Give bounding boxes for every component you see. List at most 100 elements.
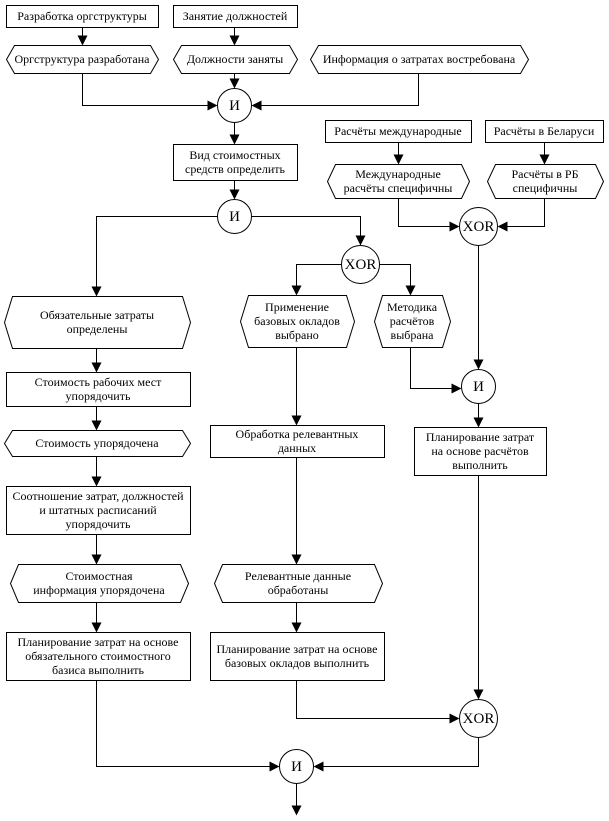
arrowhead (473, 689, 484, 700)
function-f-intl-calc: Расчёты международные (325, 120, 472, 143)
arrowhead (229, 35, 240, 46)
event-hexagon (373, 295, 452, 348)
event-e-cost-ordered-label: Стоимость упорядочена (35, 436, 159, 450)
arrowhead (229, 189, 240, 200)
connector-circle (217, 88, 252, 123)
connector-circle (459, 207, 498, 246)
event-e-cost-info-requested: Информация о затратах востребована (309, 45, 530, 74)
event-hexagon (5, 45, 160, 74)
arrowhead (291, 285, 302, 296)
flow-edge-3 (82, 73, 208, 106)
arrowhead (449, 713, 460, 724)
arrowhead (451, 383, 462, 394)
function-box (210, 425, 385, 458)
event-e-cost-info-requested-label: Информация о затратах востребована (323, 52, 516, 66)
arrowhead (539, 154, 550, 165)
function-box (6, 486, 191, 535)
event-e-positions-filled-label: Должности заняты (187, 52, 283, 66)
connector-label: XOR (463, 711, 495, 727)
arrowhead (291, 622, 302, 633)
function-f-fill-positions-label: Занятие должностей (183, 9, 288, 23)
event-e-positions-filled: Должности заняты (172, 45, 299, 74)
function-box (173, 5, 298, 28)
arrowhead (229, 78, 240, 89)
function-box (6, 632, 191, 681)
flow-edge-15 (507, 198, 545, 227)
event-hexagon (309, 45, 530, 74)
function-box (6, 372, 191, 407)
event-e-org-developed: Оргструктура разработана (5, 45, 160, 74)
flow-edge-11 (379, 264, 411, 286)
event-hexagon (172, 45, 299, 74)
connector-label: И (229, 209, 240, 225)
arrowhead (313, 761, 324, 772)
function-box (325, 120, 472, 143)
flow-edge-5 (261, 73, 419, 106)
event-hexagon (9, 564, 190, 603)
and-connector-4: И (279, 749, 314, 784)
arrowhead (91, 362, 102, 373)
flow-edge-14 (398, 198, 450, 227)
arrowhead (229, 134, 240, 145)
connector-circle (459, 699, 498, 738)
arrowhead (269, 761, 280, 772)
arrowhead (91, 420, 102, 431)
event-hexagon (239, 295, 356, 348)
arrowhead (473, 417, 484, 428)
arrowhead (207, 100, 218, 111)
arrowhead (291, 805, 302, 816)
arrowhead (355, 235, 366, 246)
function-f-develop-org-label: Разработка оргструктуры (17, 9, 147, 23)
function-f-intl-calc-label: Расчёты международные (334, 124, 461, 138)
arrowhead (405, 285, 416, 296)
function-box (210, 632, 385, 681)
function-box (485, 120, 604, 143)
event-e-cost-ordered: Стоимость упорядочена (3, 430, 192, 457)
function-box (414, 427, 547, 476)
arrowhead (91, 286, 102, 297)
arrowhead (77, 35, 88, 46)
arrowhead (473, 359, 484, 370)
and-connector-2: И (217, 199, 252, 234)
function-f-develop-org: Разработка оргструктуры (6, 5, 159, 28)
event-hexagon (326, 164, 471, 199)
connector-label: И (229, 98, 240, 114)
event-hexagon (486, 164, 605, 199)
flow-edge-30 (323, 737, 479, 767)
connector-label: И (291, 759, 302, 775)
arrowhead (291, 554, 302, 565)
connector-label: XOR (345, 257, 377, 273)
xor-connector-2: XOR (459, 207, 498, 246)
arrowhead (393, 154, 404, 165)
arrowhead (91, 622, 102, 633)
arrowhead (291, 415, 302, 426)
flow-edge-9 (251, 216, 361, 236)
